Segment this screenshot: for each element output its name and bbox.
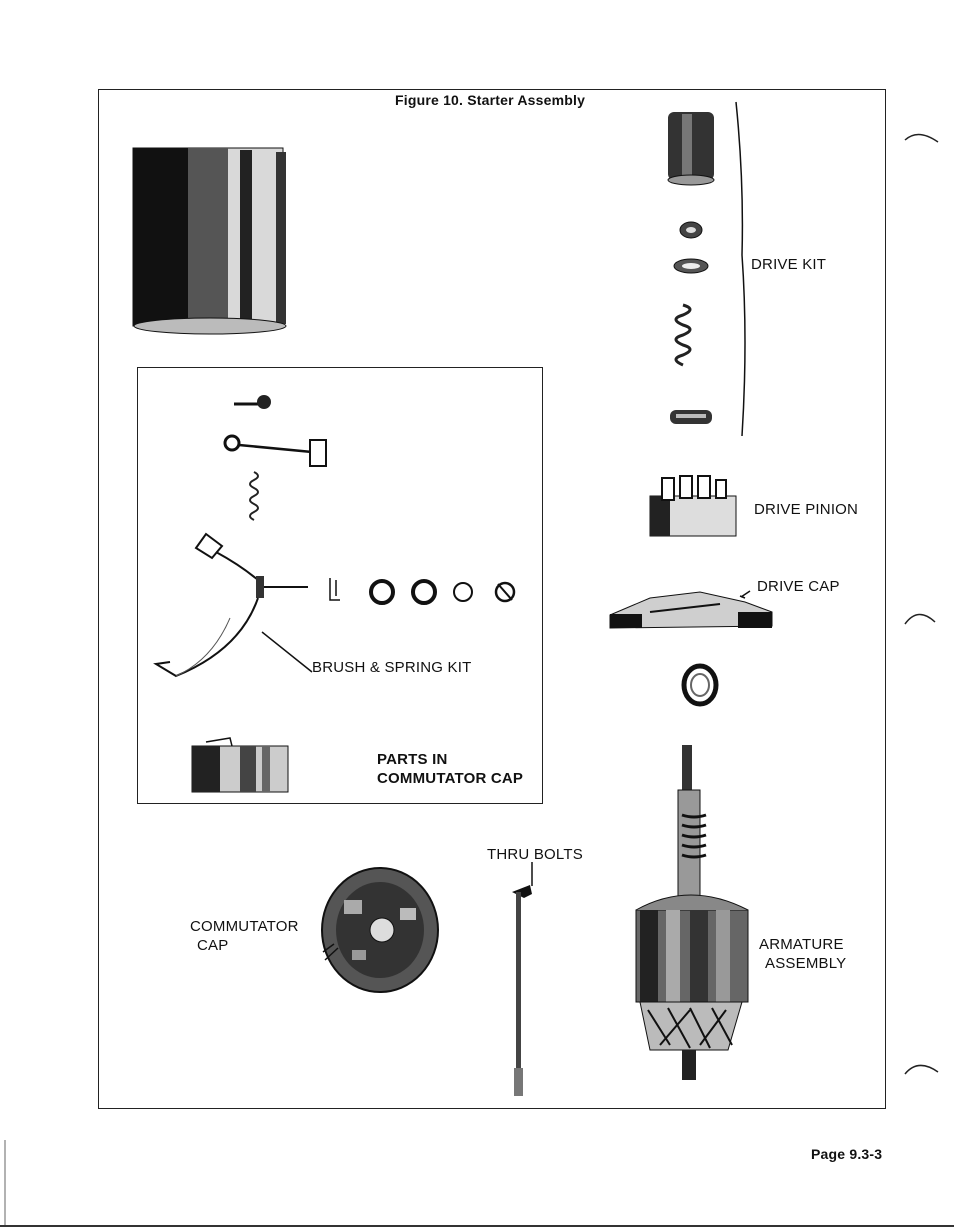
brush-spring-image (249, 471, 259, 521)
brush-kit-leader (261, 631, 313, 673)
binder-mark-top (904, 133, 939, 143)
thru-bolts-label: THRU BOLTS (487, 846, 583, 863)
screw-image (234, 395, 271, 409)
drive-pinion-image (649, 475, 737, 537)
drive-kit-label: DRIVE KIT (751, 256, 827, 273)
drive-kit-brace (735, 101, 746, 437)
parts-in-label-line1: PARTS IN (377, 751, 448, 768)
figure-frame (98, 89, 886, 1109)
commutator-cap-label-line1: COMMUTATOR (190, 918, 299, 935)
drive-cap-label: DRIVE CAP (757, 578, 840, 595)
drive-pinion-label: DRIVE PINION (754, 501, 859, 518)
thru-bolt-image (512, 862, 533, 1096)
brush-lead-image (153, 532, 308, 678)
figure-title: Figure 10. Starter Assembly (395, 92, 586, 108)
armature-label-line2: ASSEMBLY (765, 955, 847, 972)
brush-spring-kit-label: BRUSH & SPRING KIT (312, 659, 472, 676)
starter-housing-image (132, 147, 287, 335)
drive-cap-image (609, 591, 773, 629)
armature-label-line1: ARMATURE (759, 936, 844, 953)
drive-sleeve-image (667, 112, 715, 186)
drive-washers-image (673, 221, 709, 274)
drive-collar-image (670, 410, 712, 424)
armature-assembly-image (635, 745, 749, 1080)
terminal-bolt-image (223, 434, 327, 467)
drive-spring-image (674, 303, 692, 367)
commutator-parts-box (137, 367, 543, 804)
parts-in-label-line2: COMMUTATOR CAP (377, 770, 524, 787)
o-ring-image (681, 663, 719, 707)
commutator-cap-label-line2: CAP (197, 937, 229, 954)
commutator-cap-image (321, 867, 439, 993)
brush-rings-image (329, 578, 516, 605)
drive-cap-leader (740, 590, 751, 598)
brush-holder-image (191, 737, 289, 793)
page-number: Page 9.3-3 (811, 1146, 883, 1162)
binder-mark-middle (904, 613, 936, 625)
binder-mark-bottom (904, 1064, 939, 1075)
